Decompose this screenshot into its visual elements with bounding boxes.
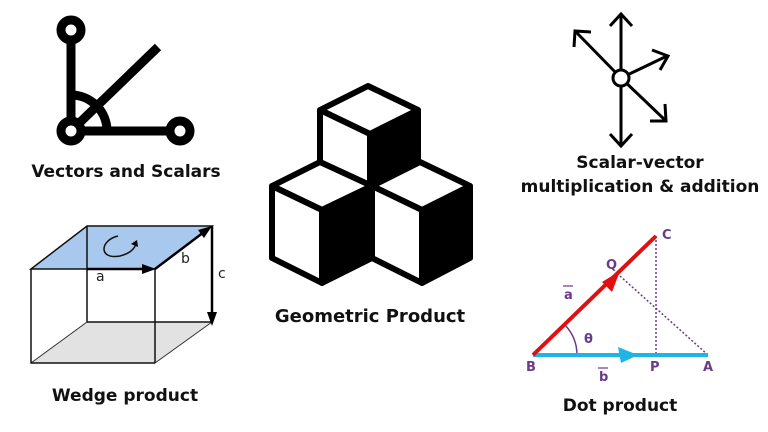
vectors-icon (56, 15, 195, 146)
dot-label-b: b (599, 370, 609, 385)
dot-label-theta: θ (584, 332, 593, 347)
dot-label-A: A (703, 360, 714, 375)
dot-label-C: C (662, 228, 672, 243)
wedge-label-a: a (96, 269, 105, 285)
dot-label-Q: Q (606, 258, 618, 273)
dot-label-P: P (650, 360, 660, 375)
dot-product-diagram (531, 234, 709, 369)
scalar-vector-icon (572, 11, 671, 149)
cubes-icon (269, 83, 473, 286)
dot-label-a: a (564, 288, 573, 303)
label-scalar-vector-line2: multiplication & addition (520, 177, 760, 197)
label-scalar-vector-line1: Scalar-vector (576, 153, 704, 173)
wedge-label-b: b (181, 251, 190, 267)
label-wedge-product: Wedge product (51, 386, 199, 406)
wedge-label-c: c (218, 266, 226, 282)
wedge-box-diagram (28, 225, 217, 364)
label-geometric-product: Geometric Product (274, 306, 466, 327)
dot-label-B: B (526, 360, 536, 375)
label-dot-product: Dot product (562, 396, 678, 416)
label-vectors-and-scalars: Vectors and Scalars (31, 162, 221, 182)
